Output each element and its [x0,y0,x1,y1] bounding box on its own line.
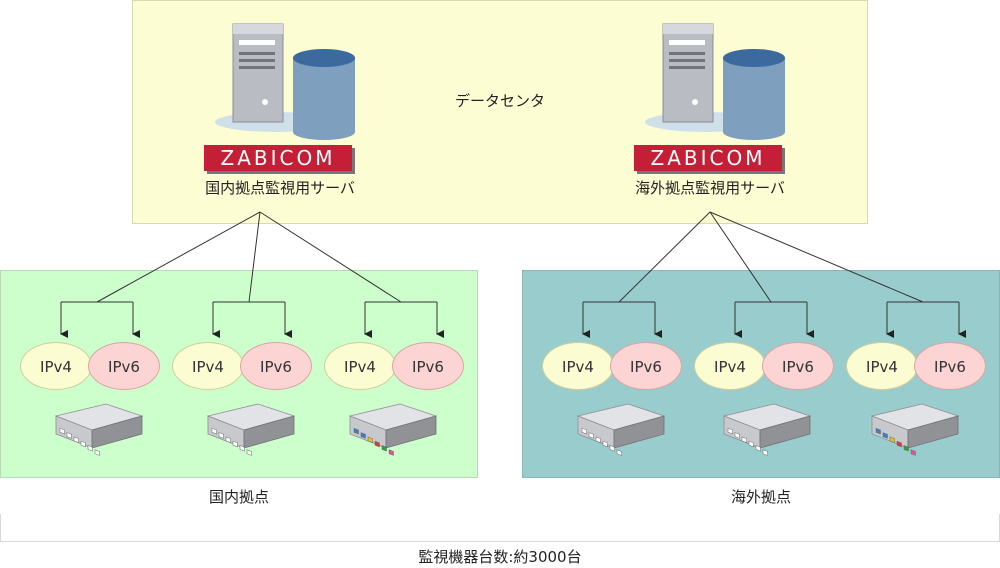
ipv4-oval: IPv4 [324,342,396,390]
network-switch-icon [54,402,144,456]
overseas-server-logo: ZABICOM [634,145,782,171]
connection-line [96,211,261,303]
ipv6-oval: IPv6 [392,342,464,390]
network-switch-icon [722,402,812,456]
ipv6-oval: IPv6 [914,342,986,390]
domestic-server-name: 国内拠点監視用サーバ [205,179,355,197]
ipv4-oval: IPv4 [542,342,614,390]
connection-line [618,211,711,303]
connection-line [709,211,924,303]
ipv4-oval: IPv4 [846,342,918,390]
network-switch-icon [206,402,296,456]
ipv4-oval: IPv4 [172,342,244,390]
ipv4-oval: IPv4 [20,342,92,390]
overseas-site-label: 海外拠点 [730,488,791,506]
domestic-server-logo: ZABICOM [204,145,352,171]
connection-line [248,211,261,303]
domestic-site-label: 国内拠点 [208,488,269,506]
ipv6-oval: IPv6 [240,342,312,390]
network-switch-icon [870,402,960,456]
total-device-count: 監視機器台数:約3000台 [418,548,582,566]
ipv6-oval: IPv6 [610,342,682,390]
datacenter-label: データセンタ [454,92,545,110]
ipv4-oval: IPv4 [694,342,766,390]
network-switch-icon [576,402,666,456]
ipv6-oval: IPv6 [88,342,160,390]
overseas-server-name: 海外拠点監視用サーバ [635,179,785,197]
connection-line [709,211,772,303]
overseas-server-icon [635,22,785,140]
connection-line [259,211,402,303]
ipv6-oval: IPv6 [762,342,834,390]
domestic-server-icon [205,22,355,140]
network-switch-icon [348,402,438,456]
